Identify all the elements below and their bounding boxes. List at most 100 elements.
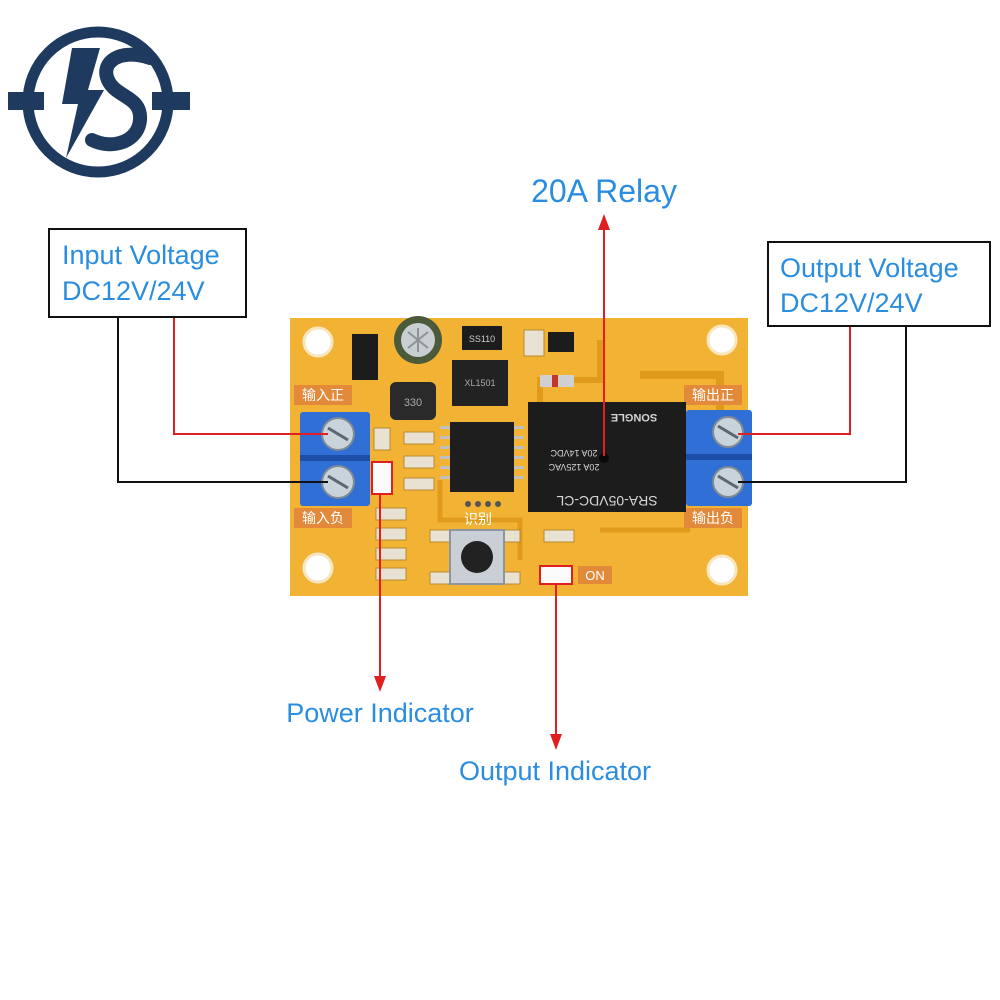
logo-bolt-icon [62,48,104,158]
logo-s-icon [85,47,157,152]
capacitor-vent [407,328,429,352]
silk-input-positive: 输入正 [302,387,344,403]
mcu-pins [440,426,524,479]
mcu-pin [514,436,524,439]
pcb-board: 输入正 输入负 输出正 输出负 识别 ON [290,316,752,596]
relay-component: SRA-05VDC-CL 20A 125VAC 20A 14VDC SONGLE [528,402,686,512]
mounting-hole [302,552,334,584]
output-voltage-callout: Output Voltage DC12V/24V [767,241,991,327]
logo-bar-left [8,92,44,110]
mcu-pin [440,476,450,479]
screw-slot [717,474,739,490]
output-terminal-block [686,410,752,506]
header-pin [465,501,471,507]
smd-part [375,547,407,561]
smd-resistors [373,329,575,585]
screw-slot [327,426,349,442]
relay-rating-dc: 20A 14VDC [550,448,598,458]
power-indicator-label: Power Indicator [286,698,474,728]
mcu-pin [514,446,524,449]
relay-brand-text: SONGLE [611,411,657,423]
screw-slot [327,474,349,490]
output-led [539,565,573,585]
input-voltage-label: Input Voltage [62,240,220,270]
button-cap [461,541,493,573]
mcu-pin [440,456,450,459]
electrolytic-capacitor [394,316,442,364]
header-pin [475,501,481,507]
mcu-pin [514,466,524,469]
mcu-pin [440,446,450,449]
diode-marking: SS110 [469,334,495,344]
logo-bar-right [152,92,190,110]
relay-label: 20A Relay [531,173,677,209]
silk-bg [294,508,352,528]
mcu-pin [514,456,524,459]
output-voltage-value: DC12V/24V [780,288,923,318]
output-indicator-label: Output Indicator [459,756,651,786]
diode [352,334,378,380]
silk-input-negative: 输入负 [302,510,344,526]
smd-part [375,567,407,581]
smd-part [543,529,575,543]
callout-box [767,241,991,327]
screw-slot [717,424,739,440]
terminal-divider [686,454,752,460]
smd-part [403,431,435,445]
mounting-hole [706,554,738,586]
output-negative-leader [738,326,907,483]
mcu-pin [440,436,450,439]
smd-diode-band [552,375,558,387]
input-voltage-callout: Input Voltage DC12V/24V [48,228,247,318]
silk-learn: 识别 [464,511,492,527]
header-pins [465,501,501,507]
output-voltage-label: Output Voltage [780,253,959,283]
microcontroller-chip [450,422,514,492]
relay-rating-ac: 20A 125VAC [548,462,599,472]
mcu-pin [440,466,450,469]
smd-part [429,571,451,585]
terminal-divider [300,455,370,461]
relay-center-dot [599,453,609,463]
transistor [548,332,574,352]
header-pin [485,501,491,507]
smd-part [403,455,435,469]
relay-model-text: SRA-05VDC-CL [556,493,657,509]
ic-marking: XL1501 [464,378,495,388]
smd-part [375,527,407,541]
mcu-pin [440,426,450,429]
smd-part [375,507,407,521]
input-voltage-value: DC12V/24V [62,276,205,306]
header-pin [495,501,501,507]
brand-logo [8,26,190,178]
silk-bg [684,508,742,528]
power-led [371,461,393,495]
leader-lines [117,214,907,750]
schottky-diode [462,326,502,350]
regulator-ic [452,360,508,406]
output-positive-leader [738,326,851,435]
mounting-hole [706,324,738,356]
callout-box [48,228,247,318]
arrow-down-icon [374,676,386,692]
smd-part [403,477,435,491]
learn-push-button [449,529,505,585]
silk-output-positive: 输出正 [692,387,734,403]
silk-on: ON [585,568,605,583]
smd-part [429,529,451,543]
inductor-marking: 330 [404,397,422,409]
mounting-hole [302,326,334,358]
silk-bg [684,385,742,405]
relay-markings: SRA-05VDC-CL 20A 125VAC 20A 14VDC SONGLE [548,411,658,509]
smd-part [523,329,545,357]
arrow-down-icon [550,734,562,750]
input-negative-leader [117,318,328,483]
silk-output-negative: 输出负 [692,510,734,526]
silk-bg [294,385,352,405]
inductor [390,382,436,420]
input-positive-leader [173,318,328,435]
arrow-up-icon [598,214,610,230]
silk-bg [578,566,612,584]
mcu-pin [514,476,524,479]
